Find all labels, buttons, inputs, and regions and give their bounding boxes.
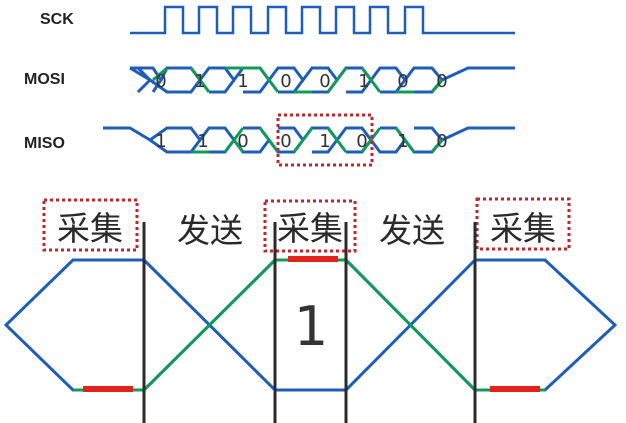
phase-send-2: 发送 — [379, 211, 445, 250]
mosi-bit-1: 1 — [194, 71, 205, 92]
mosi-bit-2: 1 — [237, 71, 248, 92]
sample-level-bar-3 — [490, 386, 540, 392]
mosi-bit-3: 0 — [280, 71, 291, 92]
mosi-bit-0: 0 — [155, 71, 166, 92]
miso-bit-4: 1 — [319, 131, 330, 152]
miso-waveform — [103, 126, 515, 154]
miso-bit-7: 0 — [436, 131, 447, 152]
phase-sample-2: 采集 — [277, 209, 343, 248]
miso-bit-2: 0 — [237, 131, 248, 152]
mosi-bits: 0 1 1 0 0 1 0 0 — [155, 71, 447, 92]
sck-label: SCK — [40, 11, 74, 28]
sck-waveform — [130, 5, 515, 35]
phase-sample-3: 采集 — [490, 209, 556, 248]
sample-level-bar-2 — [288, 256, 338, 262]
sample-box-1 — [42, 198, 139, 252]
mosi-bit-7: 0 — [436, 71, 447, 92]
mosi-waveform — [129, 66, 515, 94]
miso-bit-3: 0 — [280, 131, 291, 152]
sample-box-3 — [475, 197, 571, 251]
mosi-label: MOSI — [24, 71, 65, 88]
miso-bit-1: 1 — [197, 131, 208, 152]
mosi-bit-6: 0 — [397, 71, 408, 92]
miso-bit-5: 0 — [356, 131, 367, 152]
mosi-bit-4: 0 — [319, 71, 330, 92]
sampled-value: 1 — [294, 295, 328, 358]
miso-bit-6: 1 — [397, 131, 408, 152]
phase-sample-1: 采集 — [57, 209, 123, 248]
sample-level-bar-1 — [83, 386, 133, 392]
miso-bit-0: 1 — [155, 131, 166, 152]
miso-label: MISO — [24, 135, 65, 152]
sample-box-2 — [263, 199, 357, 253]
edge-lines — [142, 222, 477, 423]
mosi-bit-5: 1 — [358, 71, 369, 92]
miso-bits: 1 1 0 0 1 0 1 0 — [155, 131, 447, 152]
phase-send-1: 发送 — [177, 211, 243, 250]
